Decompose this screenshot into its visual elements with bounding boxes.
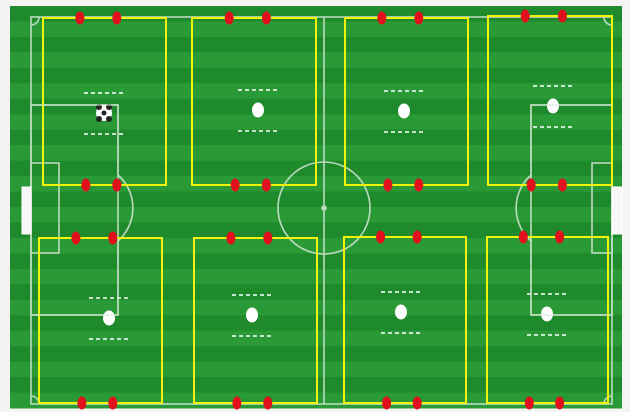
cone-marker bbox=[225, 12, 234, 25]
ball-patterned-icon bbox=[96, 104, 112, 122]
cone-marker bbox=[75, 12, 84, 25]
cone-marker bbox=[555, 231, 564, 244]
cone-marker bbox=[414, 179, 423, 192]
cone-marker bbox=[263, 232, 272, 245]
ball-icon bbox=[246, 308, 258, 323]
ball-icon bbox=[541, 307, 553, 322]
cone-marker bbox=[519, 231, 528, 244]
cone-marker bbox=[383, 179, 392, 192]
cone-marker bbox=[377, 12, 386, 25]
cone-marker bbox=[81, 179, 90, 192]
cone-marker bbox=[527, 179, 536, 192]
cone-marker bbox=[558, 10, 567, 23]
cone-marker bbox=[112, 12, 121, 25]
cone-marker bbox=[413, 397, 422, 410]
cone-marker bbox=[77, 397, 86, 410]
cone-marker bbox=[376, 231, 385, 244]
cone-marker bbox=[232, 397, 241, 410]
ball-patch bbox=[96, 116, 102, 122]
ball-patch bbox=[106, 116, 112, 122]
cone-marker bbox=[262, 12, 271, 25]
cone-marker bbox=[521, 10, 530, 23]
cone-marker bbox=[558, 179, 567, 192]
ball-patch bbox=[102, 111, 107, 116]
cone-marker bbox=[108, 397, 117, 410]
cone-marker bbox=[555, 397, 564, 410]
cone-marker bbox=[108, 232, 117, 245]
cone-marker bbox=[231, 179, 240, 192]
cone-marker bbox=[525, 397, 534, 410]
ball-icon bbox=[103, 311, 115, 326]
ball-icon bbox=[547, 99, 559, 114]
cone-marker bbox=[413, 231, 422, 244]
cone-marker bbox=[71, 232, 80, 245]
cone-marker bbox=[226, 232, 235, 245]
ball-icon bbox=[252, 103, 264, 118]
ball-icon bbox=[398, 104, 410, 119]
cone-marker bbox=[112, 179, 121, 192]
cone-marker bbox=[414, 12, 423, 25]
ball-icon bbox=[395, 305, 407, 320]
cone-marker bbox=[262, 179, 271, 192]
cone-marker bbox=[382, 397, 391, 410]
center-spot bbox=[322, 206, 326, 210]
right-goal bbox=[612, 187, 622, 234]
cone-marker bbox=[263, 397, 272, 410]
left-goal bbox=[22, 187, 31, 234]
